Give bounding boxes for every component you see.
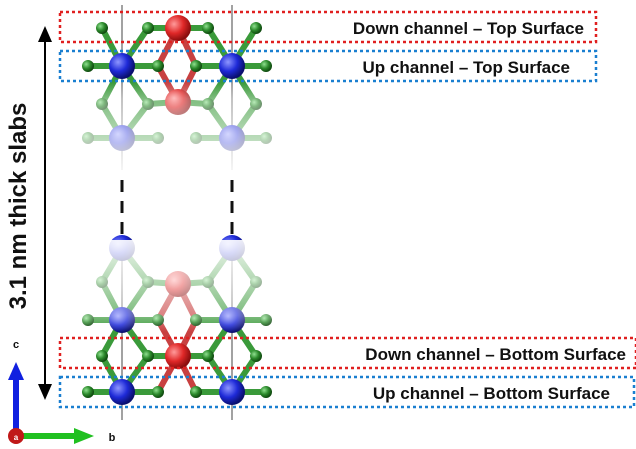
axes-indicator: a c b — [8, 339, 116, 444]
label-down-top: Down channel – Top Surface — [353, 19, 584, 38]
axis-b-arrowhead — [74, 428, 94, 444]
fade-overlay — [60, 82, 300, 174]
channel-box-bottom-up: Up channel – Bottom Surface — [58, 375, 636, 409]
label-up-bottom: Up channel – Bottom Surface — [373, 384, 610, 403]
axis-a-dot — [8, 428, 24, 444]
axis-b-label: b — [109, 432, 116, 444]
axis-a-label: a — [14, 433, 19, 442]
fade-overlay — [60, 240, 300, 332]
channel-box-top-up: Up channel – Top Surface — [58, 49, 598, 83]
thickness-arrow — [38, 26, 52, 400]
channel-box-top-down: Down channel – Top Surface — [58, 10, 598, 44]
axis-c-arrowhead — [8, 362, 24, 380]
thickness-label: 3.1 nm thick slabs — [5, 103, 32, 310]
bottom-slab — [60, 235, 300, 420]
top-slab — [60, 5, 300, 174]
axis-c-label: c — [13, 339, 19, 351]
label-down-bottom: Down channel – Bottom Surface — [365, 345, 626, 364]
channel-box-bottom-down: Down channel – Bottom Surface — [58, 336, 636, 370]
label-up-top: Up channel – Top Surface — [362, 58, 570, 77]
